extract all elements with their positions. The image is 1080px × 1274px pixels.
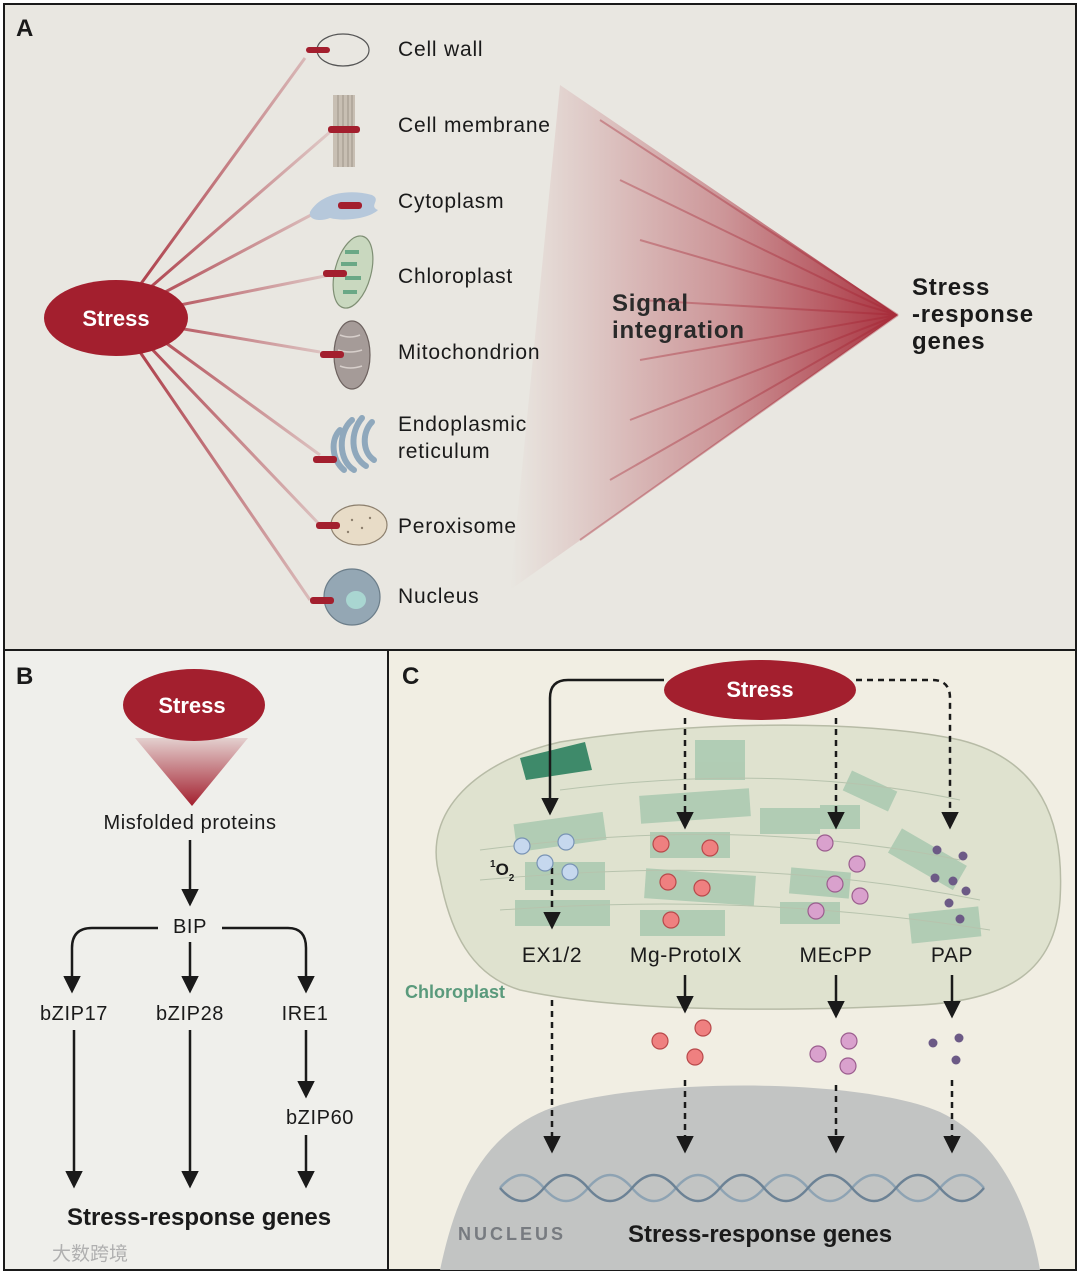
panel-c-nucleus-arrows xyxy=(543,975,961,1154)
panel-b-letter: B xyxy=(16,663,33,690)
mg-protoix-label: Mg-ProtoIX xyxy=(630,944,742,967)
panel-c-letter: C xyxy=(402,663,419,690)
chloroplast-icon-a xyxy=(323,235,374,309)
dark-thylakoid xyxy=(520,742,592,780)
signal-label-2: integration xyxy=(612,317,745,344)
label-cell-wall: Cell wall xyxy=(398,38,483,61)
mg-protoix-molecules xyxy=(651,835,719,1066)
label-cytoplasm: Cytoplasm xyxy=(398,190,504,213)
panel-b: B Stress Misfolded proteins BIP bZIP17 b… xyxy=(3,649,389,1271)
label-cell-membrane: Cell membrane xyxy=(398,114,551,137)
panel-c-stress-arrows xyxy=(541,678,959,930)
watermark: 大数跨境 xyxy=(52,1243,128,1265)
label-peroxisome: Peroxisome xyxy=(398,515,517,538)
stress-node-a xyxy=(44,280,188,356)
label-endoplasmic: Endoplasmic xyxy=(398,413,527,436)
nucleus-label-c: NUCLEUS xyxy=(458,1224,566,1244)
nucleus-icon-a xyxy=(310,568,381,626)
stress-label-b: Stress xyxy=(158,693,225,718)
label-nucleus: Nucleus xyxy=(398,585,479,608)
bzip17-label: bZIP17 xyxy=(40,1003,108,1025)
peroxisome-icon xyxy=(316,504,388,546)
stress-label-a: Stress xyxy=(82,306,149,331)
label-reticulum: reticulum xyxy=(398,440,490,463)
cell-wall-icon xyxy=(306,33,370,67)
genes-label-1: Stress xyxy=(912,274,990,301)
cytoplasm-icon xyxy=(309,192,378,220)
panel-a: A St xyxy=(3,3,1077,651)
signal-integration-fan xyxy=(510,85,899,590)
pap-molecules xyxy=(928,845,971,1065)
misfolded-label: Misfolded proteins xyxy=(103,812,276,834)
pap-label: PAP xyxy=(931,944,973,967)
panel-a-letter: A xyxy=(16,15,33,42)
label-mitochondrion: Mitochondrion xyxy=(398,341,540,364)
dna-helix xyxy=(499,1173,985,1203)
stress-label-c: Stress xyxy=(726,677,793,702)
mecpp-label: MEcPP xyxy=(799,944,872,967)
ex-label: EX1/2 xyxy=(522,944,582,967)
mitochondrion-icon xyxy=(320,320,371,390)
label-chloroplast: Chloroplast xyxy=(398,265,513,288)
genes-label-2: -response xyxy=(912,301,1034,328)
genes-label-b: Stress-response genes xyxy=(67,1204,331,1231)
genes-label-3: genes xyxy=(912,328,985,355)
stress-node-c xyxy=(664,660,856,720)
panel-c: C xyxy=(387,649,1077,1271)
stroma-lines xyxy=(479,777,991,931)
nucleus-shape xyxy=(440,1085,1040,1270)
bzip28-label: bZIP28 xyxy=(156,1003,224,1025)
panel-b-arrows xyxy=(63,840,315,1189)
cell-membrane-icon xyxy=(328,95,360,167)
chloroplast-shape xyxy=(435,724,1062,1010)
stress-rays xyxy=(138,57,331,601)
endoplasmic-reticulum-icon xyxy=(313,415,377,473)
mecpp-molecules xyxy=(807,834,869,1075)
signal-label-1: Signal xyxy=(612,290,689,317)
bip-label: BIP xyxy=(173,916,207,938)
singlet-oxygen-molecules xyxy=(513,833,579,881)
genes-label-c: Stress-response genes xyxy=(628,1221,892,1248)
o2-label: 1O2 xyxy=(490,859,515,884)
ire1-label: IRE1 xyxy=(282,1003,329,1025)
misfolded-cone xyxy=(135,738,248,806)
stress-node-b xyxy=(123,669,265,741)
chloroplast-label-c: Chloroplast xyxy=(405,982,505,1002)
bzip60-label: bZIP60 xyxy=(286,1107,354,1129)
